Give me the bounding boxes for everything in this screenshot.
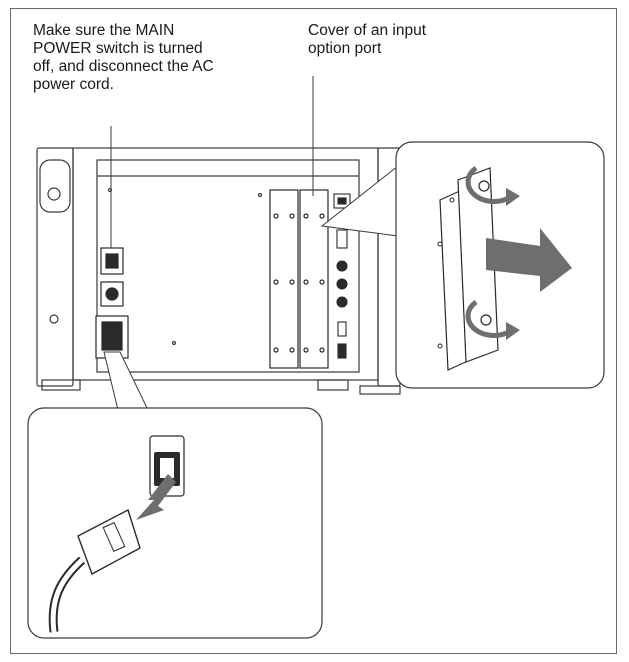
unplug-arrow xyxy=(136,474,176,520)
handle-screw-bottom xyxy=(49,314,59,324)
cover-screw xyxy=(303,279,309,285)
cover-screw xyxy=(319,279,325,285)
hdmi-port xyxy=(337,321,347,337)
detail-zoom-wedge-cord xyxy=(103,351,149,411)
option-port-cover-2 xyxy=(299,189,329,369)
cover-detail-hole xyxy=(437,241,443,247)
cover-screw xyxy=(289,279,295,285)
leader-lines xyxy=(110,76,314,248)
dc-port xyxy=(337,343,347,359)
left-foot xyxy=(41,379,81,391)
rotate-arrowhead-bottom xyxy=(506,322,520,340)
detail-panel-cord xyxy=(27,407,323,639)
cover-removal-detail xyxy=(320,141,605,389)
cover-port-callout: Cover of an input option port xyxy=(308,22,427,57)
cover-screw xyxy=(273,279,279,285)
bnc-connector-2 xyxy=(336,278,348,290)
power-cord-inner xyxy=(50,558,84,633)
cover-screw-top xyxy=(478,180,490,192)
ac-inlet-socket xyxy=(101,321,123,351)
cover-screw xyxy=(303,213,309,219)
right-foot-1 xyxy=(317,379,349,391)
power-cord-detail xyxy=(27,351,323,639)
left-side-handle xyxy=(36,147,74,387)
pull-out-arrow xyxy=(486,228,572,292)
handle-grip xyxy=(39,159,71,213)
ac-plug xyxy=(77,508,141,576)
remote-port xyxy=(336,229,348,249)
option-port-cover-1 xyxy=(269,189,299,369)
power-section xyxy=(95,247,129,359)
body-screw xyxy=(171,340,177,346)
rotate-arrowhead-top xyxy=(506,188,520,206)
cover-screw xyxy=(289,347,295,353)
handle-screw-top xyxy=(47,187,61,201)
right-foot-2 xyxy=(359,385,401,395)
rear-housing xyxy=(72,147,379,381)
cover-screw xyxy=(319,347,325,353)
cover-screw-bottom xyxy=(480,314,492,326)
cover-screw xyxy=(273,213,279,219)
lan-port-jack xyxy=(337,197,347,205)
bnc-connector-3 xyxy=(336,296,348,308)
option-port-slots xyxy=(269,189,329,369)
power-switch-rocker xyxy=(105,253,119,269)
inlet-plug-face xyxy=(160,458,174,478)
ground-terminal-knob xyxy=(105,287,119,301)
rear-inner-panel xyxy=(96,159,360,373)
cover-screw xyxy=(273,347,279,353)
cover-screw xyxy=(319,213,325,219)
rotate-arrow-bottom xyxy=(465,299,514,338)
bnc-connector-1 xyxy=(336,260,348,272)
cover-screw xyxy=(303,347,309,353)
body-screw xyxy=(257,192,263,198)
cover-screw xyxy=(289,213,295,219)
cover-detail-hole xyxy=(437,343,443,349)
cover-detail-hole xyxy=(449,197,455,203)
plug-grip xyxy=(102,522,126,552)
connector-column xyxy=(333,193,351,359)
power-instruction-callout: Make sure the MAIN POWER switch is turne… xyxy=(33,22,214,93)
rotate-arrow-top xyxy=(465,165,514,204)
figure-frame xyxy=(10,8,617,654)
